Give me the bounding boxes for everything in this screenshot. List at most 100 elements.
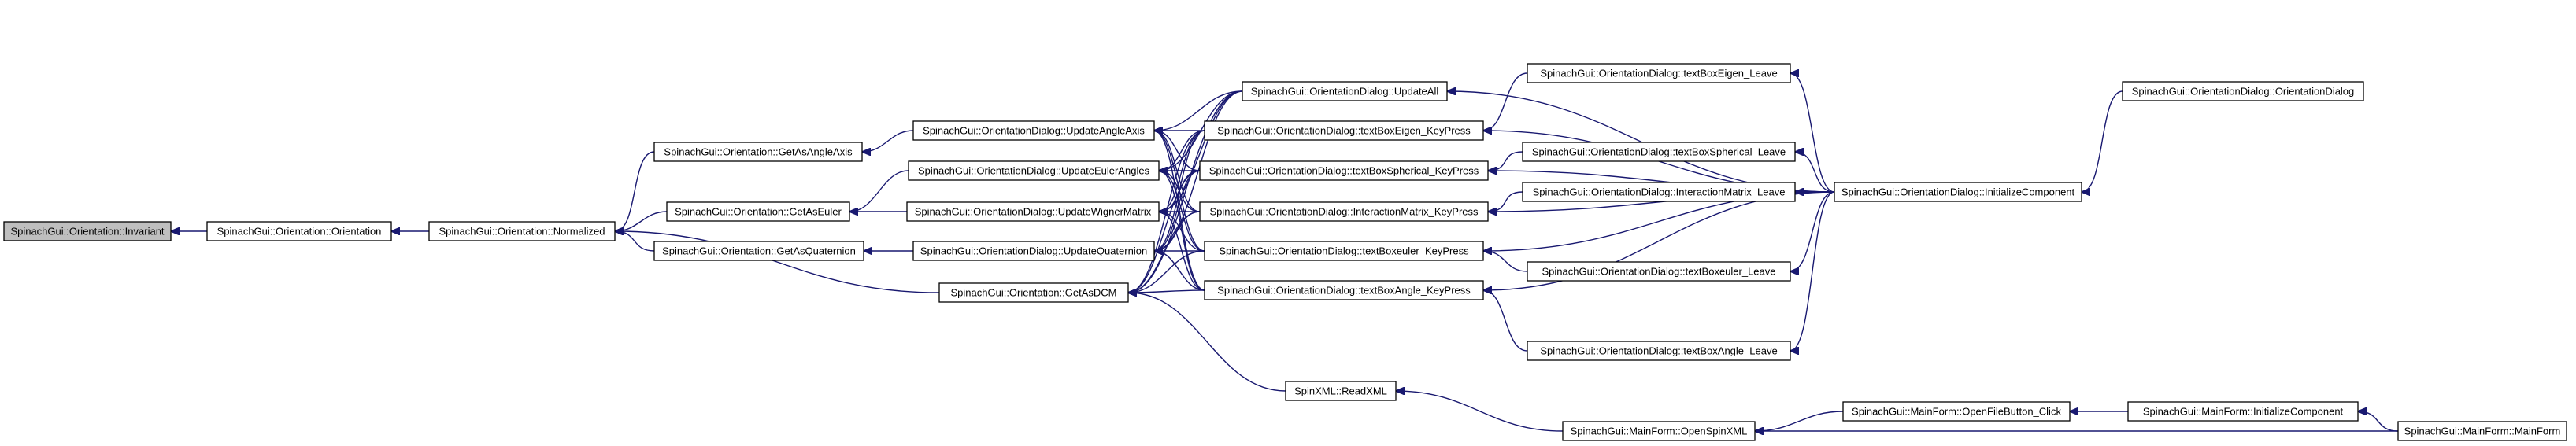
node-box[interactable] — [908, 160, 1160, 181]
edge-getAsEuler-to-normalized — [615, 211, 668, 231]
edge-getAsDCM-to-normalized — [615, 231, 940, 293]
node-box[interactable] — [1834, 182, 2082, 202]
node-getAsAngleAxis[interactable]: SpinachGui::Orientation::GetAsAngleAxis — [653, 142, 863, 162]
node-label: SpinachGui::Orientation::Invariant — [10, 226, 164, 238]
node-orientation[interactable]: SpinachGui::Orientation::Orientation — [206, 221, 392, 241]
node-box[interactable] — [653, 241, 864, 261]
node-updateWignerMatrix[interactable]: SpinachGui::OrientationDialog::UpdateWig… — [906, 201, 1160, 222]
node-box[interactable] — [1242, 81, 1448, 101]
node-box[interactable] — [428, 221, 616, 241]
node-box[interactable] — [2122, 81, 2364, 101]
node-box[interactable] — [912, 120, 1155, 141]
node-eigenLeave[interactable]: SpinachGui::OrientationDialog::textBoxEi… — [1527, 63, 1791, 83]
edge-readXML-to-getAsDCM — [1128, 293, 1286, 392]
node-box[interactable] — [1842, 401, 2071, 422]
node-label: SpinachGui::OrientationDialog::textBoxEi… — [1217, 125, 1471, 137]
edge-updateEulerAngles-to-getAsEuler — [849, 170, 909, 212]
node-box[interactable] — [938, 282, 1129, 303]
node-box[interactable] — [1527, 261, 1791, 282]
edge-getAsQuaternion-to-normalized — [615, 231, 655, 252]
node-box[interactable] — [906, 201, 1160, 222]
node-label: SpinachGui::OrientationDialog::Initializ… — [1841, 186, 2075, 198]
node-box[interactable] — [2397, 421, 2567, 441]
node-getAsEuler[interactable]: SpinachGui::Orientation::GetAsEuler — [666, 201, 850, 222]
node-label: SpinachGui::Orientation::Orientation — [217, 226, 382, 238]
node-box[interactable] — [206, 221, 392, 241]
edge-sphericalLeave-to-sphericalKeyPress — [1488, 151, 1523, 171]
edge-eigenKeyPress-to-getAsDCM — [1128, 130, 1205, 293]
node-dialogInit[interactable]: SpinachGui::OrientationDialog::Initializ… — [1834, 182, 2082, 202]
node-label: SpinachGui::Orientation::GetAsEuler — [675, 206, 842, 218]
node-box[interactable] — [1527, 341, 1791, 361]
edges-layer — [171, 72, 2399, 431]
node-updateEulerAngles[interactable]: SpinachGui::OrientationDialog::UpdateEul… — [908, 160, 1160, 181]
edge-interactionKeyPress-to-getAsDCM — [1128, 211, 1201, 293]
edge-dialogInit-to-updateAll — [1447, 91, 1835, 193]
node-label: SpinachGui::Orientation::GetAsAngleAxis — [664, 146, 853, 158]
node-label: SpinachGui::OrientationDialog::UpdateEul… — [918, 165, 1150, 177]
node-label: SpinachGui::OrientationDialog::textBoxEi… — [1540, 68, 1777, 79]
node-sphericalKeyPress[interactable]: SpinachGui::OrientationDialog::textBoxSp… — [1199, 160, 1489, 181]
node-box[interactable] — [1204, 241, 1484, 261]
node-eulerKeyPress[interactable]: SpinachGui::OrientationDialog::textBoxeu… — [1204, 241, 1484, 261]
node-box[interactable] — [1522, 142, 1796, 162]
node-box[interactable] — [1562, 421, 1756, 441]
node-box[interactable] — [1522, 182, 1796, 202]
node-label: SpinachGui::OrientationDialog::UpdateWig… — [915, 206, 1152, 218]
node-label: SpinachGui::OrientationDialog::textBoxSp… — [1532, 146, 1786, 158]
node-interactionKeyPress[interactable]: SpinachGui::OrientationDialog::Interacti… — [1199, 201, 1489, 222]
node-dialogCtor[interactable]: SpinachGui::OrientationDialog::Orientati… — [2122, 81, 2364, 101]
node-box[interactable] — [2127, 401, 2359, 422]
node-mainCtor[interactable]: SpinachGui::MainForm::MainForm — [2397, 421, 2567, 441]
node-openSpinXML[interactable]: SpinachGui::MainForm::OpenSpinXML — [1562, 421, 1756, 441]
node-label: SpinXML::ReadXML — [1294, 385, 1387, 397]
edge-eigenLeave-to-eigenKeyPress — [1483, 72, 1528, 131]
edge-sphericalKeyPress-to-getAsDCM — [1128, 170, 1201, 293]
node-label: SpinachGui::OrientationDialog::Interacti… — [1533, 186, 1786, 198]
node-getAsQuaternion[interactable]: SpinachGui::Orientation::GetAsQuaternion — [653, 241, 864, 261]
node-sphericalLeave[interactable]: SpinachGui::OrientationDialog::textBoxSp… — [1522, 142, 1796, 162]
edge-dialogInit-to-sphericalLeave — [1795, 152, 1835, 193]
node-box[interactable] — [1204, 280, 1484, 300]
node-updateAll[interactable]: SpinachGui::OrientationDialog::UpdateAll — [1242, 81, 1448, 101]
edge-eulerKeyPress-to-getAsDCM — [1128, 250, 1205, 293]
edge-updateAngleAxis-to-getAsAngleAxis — [862, 130, 914, 152]
node-label: SpinachGui::OrientationDialog::UpdateQua… — [920, 245, 1147, 257]
edge-dialogInit-to-angleLeave — [1790, 191, 1835, 351]
node-label: SpinachGui::OrientationDialog::textBoxAn… — [1540, 345, 1777, 357]
node-box[interactable] — [1527, 63, 1791, 83]
node-mainInit[interactable]: SpinachGui::MainForm::InitializeComponen… — [2127, 401, 2359, 422]
node-invariant[interactable]: SpinachGui::Orientation::Invariant — [3, 221, 172, 241]
node-box[interactable] — [912, 241, 1155, 261]
node-normalized[interactable]: SpinachGui::Orientation::Normalized — [428, 221, 616, 241]
node-label: SpinachGui::Orientation::Normalized — [439, 226, 605, 238]
node-label: SpinachGui::MainForm::OpenFileButton_Cli… — [1852, 406, 2061, 418]
node-updateQuaternion[interactable]: SpinachGui::OrientationDialog::UpdateQua… — [912, 241, 1155, 261]
node-getAsDCM[interactable]: SpinachGui::Orientation::GetAsDCM — [938, 282, 1129, 303]
node-label: SpinachGui::MainForm::OpenSpinXML — [1571, 426, 1748, 437]
node-label: SpinachGui::OrientationDialog::Interacti… — [1209, 206, 1479, 218]
node-eigenKeyPress[interactable]: SpinachGui::OrientationDialog::textBoxEi… — [1204, 120, 1484, 141]
node-box[interactable] — [1199, 201, 1489, 222]
node-readXML[interactable]: SpinXML::ReadXML — [1285, 381, 1397, 401]
node-label: SpinachGui::OrientationDialog::UpdateAng… — [923, 125, 1145, 137]
edge-updateAll-to-updateAngleAxis — [1154, 90, 1243, 131]
node-angleLeave[interactable]: SpinachGui::OrientationDialog::textBoxAn… — [1527, 341, 1791, 361]
edge-getAsAngleAxis-to-normalized — [615, 151, 655, 231]
node-angleKeyPress[interactable]: SpinachGui::OrientationDialog::textBoxAn… — [1204, 280, 1484, 300]
node-openFileClick[interactable]: SpinachGui::MainForm::OpenFileButton_Cli… — [1842, 401, 2071, 422]
node-box[interactable] — [1204, 120, 1484, 141]
edge-angleKeyPress-to-getAsDCM — [1128, 290, 1205, 293]
node-box[interactable] — [1285, 381, 1397, 401]
node-box[interactable] — [653, 142, 863, 162]
node-updateAngleAxis[interactable]: SpinachGui::OrientationDialog::UpdateAng… — [912, 120, 1155, 141]
node-label: SpinachGui::Orientation::GetAsQuaternion — [662, 245, 856, 257]
node-box[interactable] — [666, 201, 850, 222]
node-interactionLeave[interactable]: SpinachGui::OrientationDialog::Interacti… — [1522, 182, 1796, 202]
node-box[interactable] — [3, 221, 172, 241]
edge-dialogCtor-to-dialogInit — [2082, 90, 2123, 192]
node-eulerLeave[interactable]: SpinachGui::OrientationDialog::textBoxeu… — [1527, 261, 1791, 282]
node-box[interactable] — [1199, 160, 1489, 181]
